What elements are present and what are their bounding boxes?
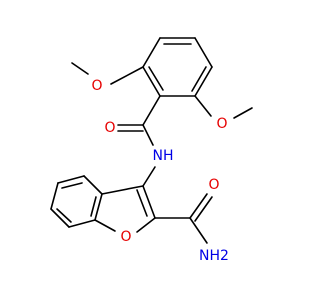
ring-double-bond [61,182,83,189]
atom-o-furan: O [120,229,131,245]
atom-n-carboxamide: NH2 [199,248,229,264]
benzofuran-core [50,175,156,233]
ring-bond [83,175,103,195]
atom-o-methoxy-top: O [91,78,102,94]
ring-bond [50,182,59,210]
ring-double-bond [191,66,207,92]
atom-o-methoxy-right: O [216,116,227,132]
ring-double-bond [56,208,72,223]
molecule-diagram: O O O NH O [50,37,253,264]
ring-bond [94,193,103,221]
bond-c-o [194,95,212,117]
bond-carbonyl-double [194,196,213,222]
bond-o-ch3 [71,62,89,75]
atom-o-carboxamide: O [208,177,219,193]
ring-bond [142,185,156,219]
bond-carbonyl-n [189,217,208,244]
bond-carbonyl-double [189,193,208,219]
structure-svg: O O O NH O [50,37,253,264]
bond-carbonyl-n [142,124,154,146]
ring-bond [101,185,144,195]
bond-c-o [110,66,144,85]
bond-n-furan [142,166,156,187]
bond-ring-carbonyl [142,95,161,126]
ring-bond [50,208,70,228]
ring-bond [142,66,161,97]
amide-linker [117,95,161,187]
atom-o-amide-carbonyl: O [104,120,115,136]
ring-double-bond [148,66,164,91]
ring-bond [194,37,213,68]
methoxy-right [194,95,253,119]
ring-bond [68,219,96,228]
carboxamide-group [154,193,213,244]
ring-bond [194,66,213,97]
ring-bond [142,37,161,68]
dimethoxyphenyl-ring [142,37,213,97]
ring-bond [136,217,156,233]
atom-n-amide: NH [153,148,174,164]
ring-bond [57,175,85,184]
methoxy-top-left [71,62,144,85]
ring-bond [94,219,116,232]
ring-double-bond [136,189,148,217]
bond-o-ch3 [233,107,253,119]
ring-double-bond [90,196,97,217]
